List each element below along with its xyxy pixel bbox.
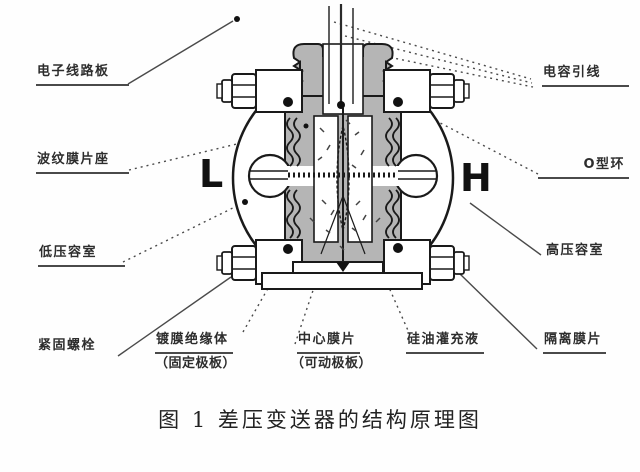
- label-center-diaphragm: 中心膜片 （可动极板）: [291, 330, 372, 373]
- label-fastening-bolt: 紧固螺栓: [38, 338, 97, 353]
- oil-fill-speckles: [309, 119, 381, 251]
- label-coated-insulator: 镀膜绝缘体 （固定极板）: [155, 330, 236, 373]
- label-circuit-board: 电子线路板: [36, 62, 129, 86]
- center-diaphragm-element: [320, 108, 366, 262]
- label-isolation-diaphragm: 隔离膜片: [543, 330, 607, 354]
- label-high-pressure-chamber: 高压容室: [546, 243, 605, 258]
- label-o-ring: O型环: [538, 155, 629, 179]
- corrugated-diaphragms: [286, 117, 400, 239]
- label-capacitor-leads: 电容引线: [542, 63, 629, 87]
- port-letter-high: H: [460, 156, 492, 200]
- flange-cutouts: [247, 153, 439, 199]
- port-letter-low: L: [199, 152, 224, 196]
- label-coated-insulator-sub: （固定极板）: [155, 355, 237, 371]
- o-ring-dots: [234, 16, 403, 254]
- label-diaphragm-seat: 波纹膜片座: [36, 150, 129, 174]
- figure-caption: 图 1 差压变送器的结构原理图: [158, 408, 482, 432]
- label-low-pressure-chamber: 低压容室: [38, 243, 125, 267]
- label-silicone-oil: 硅油灌充液: [406, 330, 484, 354]
- base-plates: [261, 261, 423, 290]
- label-center-diaphragm-sub: （可动极板）: [291, 355, 373, 371]
- label-circuit-board-text: 电子线路板: [36, 62, 129, 86]
- capacitor-lead-wires: [328, 4, 354, 106]
